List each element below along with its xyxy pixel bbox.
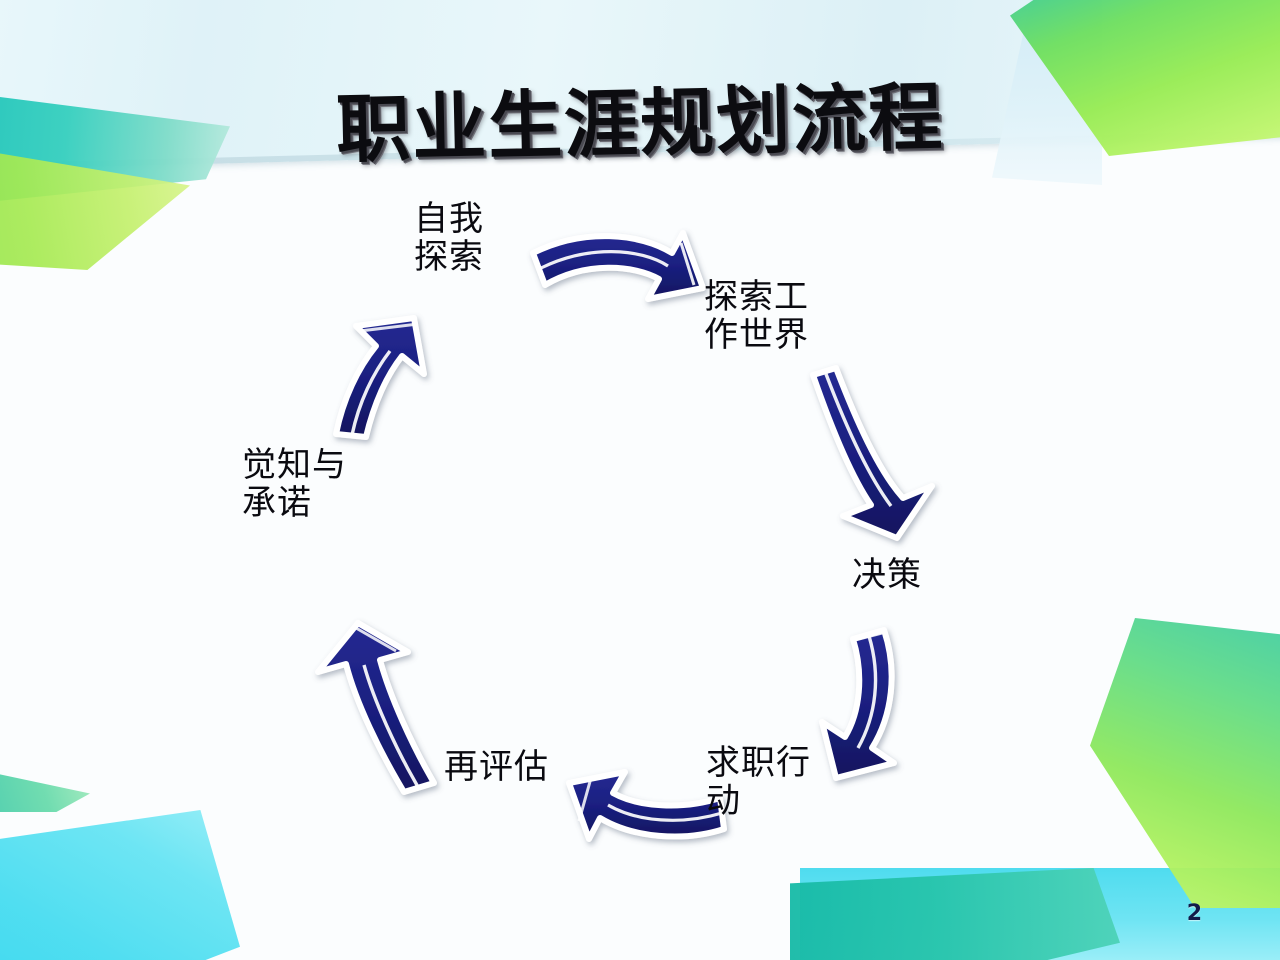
arrow-self-explore-to-explore-world bbox=[530, 230, 706, 302]
step-label-reassessment: 再评估 bbox=[444, 747, 549, 787]
step-label-awareness-and-commitment: 觉知与 承诺 bbox=[242, 445, 347, 524]
step-label-decision: 决策 bbox=[852, 555, 922, 595]
arrow-reassess-to-awareness bbox=[315, 620, 437, 795]
page-number: 2 bbox=[1186, 901, 1202, 926]
step-label-job-seeking-action: 求职行 动 bbox=[706, 743, 811, 822]
arrow-job-action-to-reassess bbox=[566, 769, 727, 842]
arrow-explore-world-to-decision bbox=[810, 365, 935, 541]
arrow-awareness-to-self-explore bbox=[333, 315, 427, 440]
step-label-self-explore: 自我 探索 bbox=[414, 199, 484, 278]
step-label-explore-work-world: 探索工 作世界 bbox=[704, 277, 809, 356]
arrow-decision-to-job-action bbox=[819, 627, 897, 781]
